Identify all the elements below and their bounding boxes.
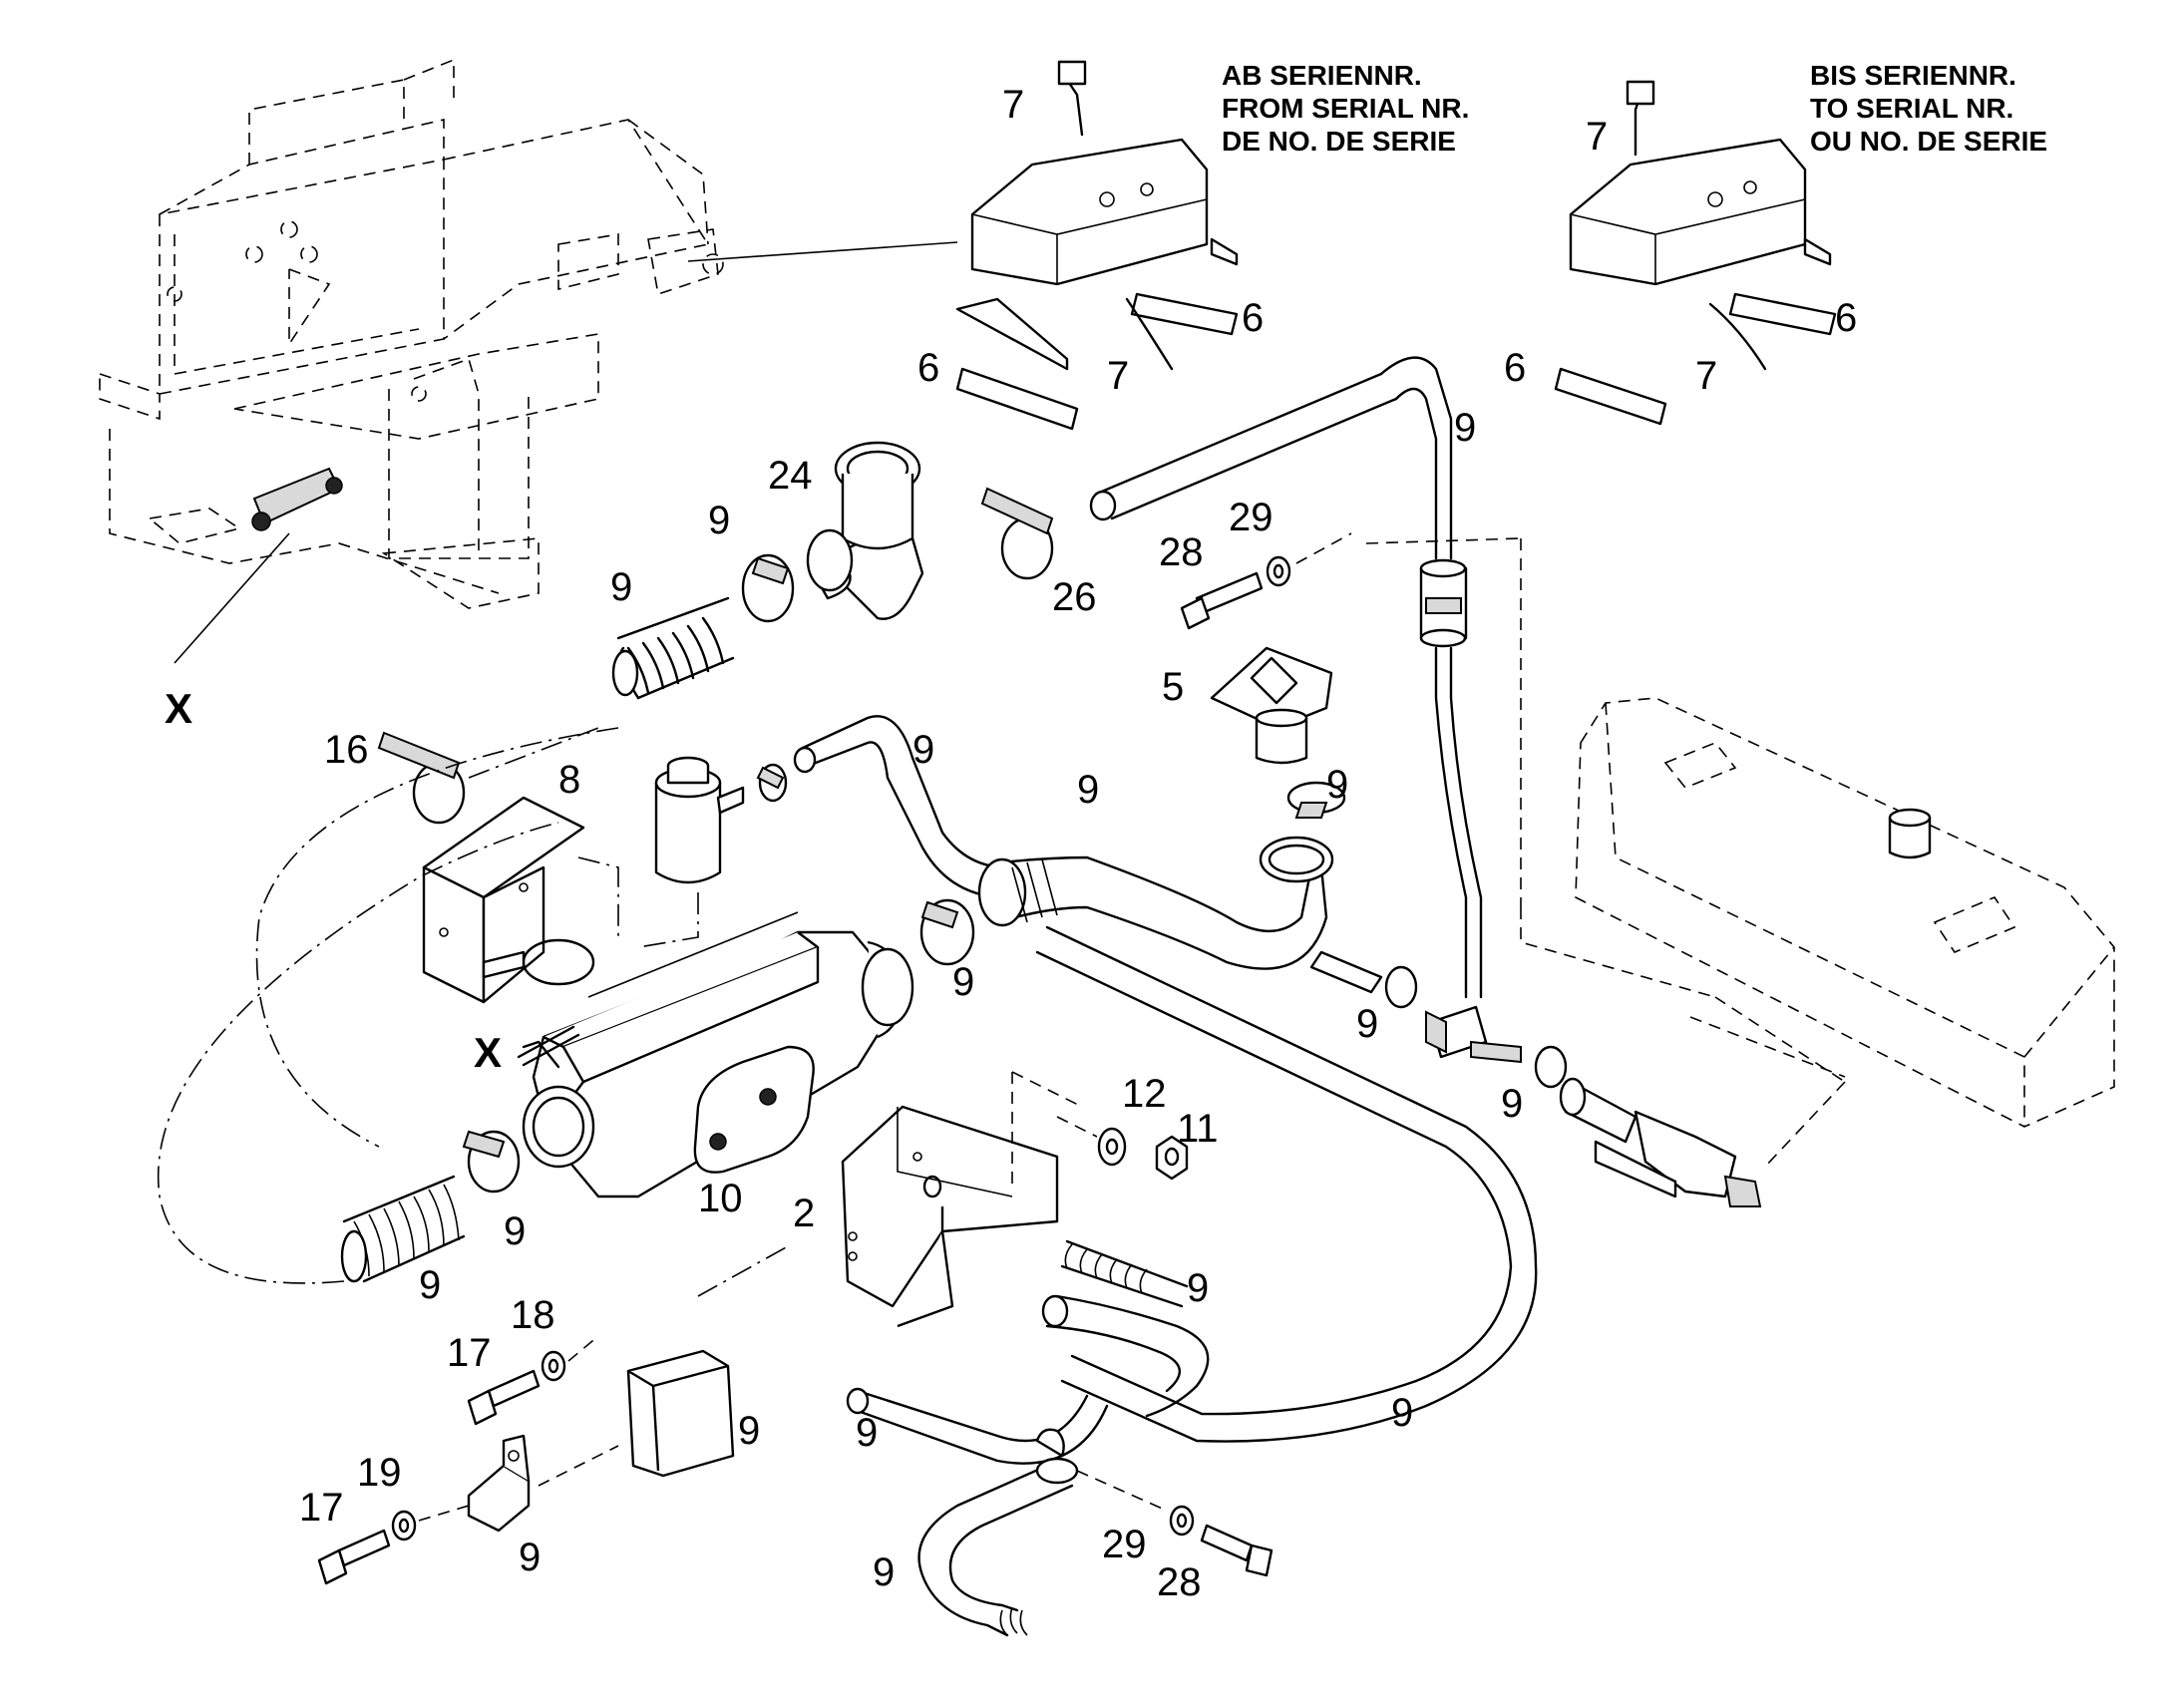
mounting-plate-8 xyxy=(422,796,595,1004)
bolts-bottom-left xyxy=(317,1335,735,1585)
washer-and-nut xyxy=(1056,1116,1189,1181)
callout-9: 9 xyxy=(1077,768,1099,812)
fuel-line-assembly xyxy=(1309,356,1846,1207)
fuel-tank xyxy=(1520,697,2115,1128)
callout-9: 9 xyxy=(610,565,632,609)
callout-x: X xyxy=(474,1029,502,1076)
mounting-bracket-to-serial xyxy=(1554,80,1837,426)
exhaust-assembly xyxy=(611,372,1398,700)
callout-labels: 7 7 7 7 6 6 6 6 24 9 9 26 29 28 9 5 X 16… xyxy=(165,83,1857,1604)
callout-2: 2 xyxy=(793,1192,815,1235)
callout-6: 6 xyxy=(917,346,939,390)
callout-7: 7 xyxy=(1002,83,1024,127)
callout-8: 8 xyxy=(558,758,580,802)
callout-9: 9 xyxy=(1391,1391,1413,1435)
callout-7: 7 xyxy=(1695,354,1717,398)
callout-24: 24 xyxy=(768,454,813,498)
callout-28: 28 xyxy=(1157,1560,1202,1604)
callout-x: X xyxy=(165,685,192,732)
callout-11: 11 xyxy=(1177,1107,1219,1151)
mounting-bracket-from-serial xyxy=(687,60,1239,431)
note-from-serial-line2: FROM SERIAL NR. xyxy=(1222,93,1469,124)
callout-18: 18 xyxy=(511,1293,555,1337)
callout-29: 29 xyxy=(1229,496,1273,539)
callout-9: 9 xyxy=(873,1550,895,1594)
callout-9: 9 xyxy=(1187,1266,1209,1310)
callout-29: 29 xyxy=(1102,1523,1147,1566)
callout-9: 9 xyxy=(708,499,730,542)
warm-air-hoses xyxy=(793,715,1538,1443)
callout-12: 12 xyxy=(1122,1072,1167,1116)
callout-9: 9 xyxy=(856,1411,878,1455)
callout-9: 9 xyxy=(952,960,974,1004)
note-from-serial: AB SERIENNR. FROM SERIAL NR. DE NO. DE S… xyxy=(1222,60,1469,157)
callout-9: 9 xyxy=(738,1409,760,1453)
callout-16: 16 xyxy=(324,728,369,772)
clamp-16 xyxy=(377,727,599,825)
vehicle-frame xyxy=(99,58,724,609)
note-to-serial-line1: BIS SERIENNR. xyxy=(1810,60,2016,91)
callout-9: 9 xyxy=(1326,763,1348,807)
callout-17: 17 xyxy=(299,1486,344,1530)
exhaust-tail-pipe xyxy=(917,1428,1079,1637)
note-from-serial-line1: AB SERIENNR. xyxy=(1222,60,1422,91)
callout-17: 17 xyxy=(447,1331,492,1375)
callout-9: 9 xyxy=(1356,1002,1378,1046)
combustion-air-pipes xyxy=(697,1239,1210,1465)
callout-9: 9 xyxy=(519,1536,541,1579)
bolt-28-top xyxy=(1180,532,1352,630)
callout-28: 28 xyxy=(1159,530,1204,574)
bracket-2 xyxy=(841,1071,1083,1328)
heater-unit xyxy=(517,911,914,1198)
note-to-serial: BIS SERIENNR. TO SERIAL NR. OU NO. DE SE… xyxy=(1810,60,2047,157)
callout-9: 9 xyxy=(504,1209,526,1253)
callout-10: 10 xyxy=(698,1177,743,1220)
intake-silencer xyxy=(577,756,788,948)
callout-7: 7 xyxy=(1586,115,1608,159)
callout-26: 26 xyxy=(1052,575,1097,619)
callout-6: 6 xyxy=(1835,296,1857,340)
bracket-5 xyxy=(1210,646,1333,765)
note-to-serial-line2: TO SERIAL NR. xyxy=(1810,93,2013,124)
flex-exhaust-coil xyxy=(611,596,735,700)
callout-9: 9 xyxy=(1501,1082,1523,1126)
note-from-serial-line3: DE NO. DE SERIE xyxy=(1222,126,1456,157)
callout-9: 9 xyxy=(419,1263,441,1307)
flex-hose-bottom xyxy=(158,727,619,1284)
callout-9: 9 xyxy=(1454,406,1476,450)
controller-module-x xyxy=(174,467,343,664)
note-to-serial-line3: OU NO. DE SERIE xyxy=(1810,126,2047,157)
callout-6: 6 xyxy=(1242,296,1264,340)
callout-6: 6 xyxy=(1504,346,1526,390)
callout-9: 9 xyxy=(912,728,934,772)
callout-5: 5 xyxy=(1162,665,1184,709)
callout-19: 19 xyxy=(357,1451,402,1495)
bolts-bottom-28-29 xyxy=(1076,1470,1273,1577)
callout-7: 7 xyxy=(1107,354,1129,398)
